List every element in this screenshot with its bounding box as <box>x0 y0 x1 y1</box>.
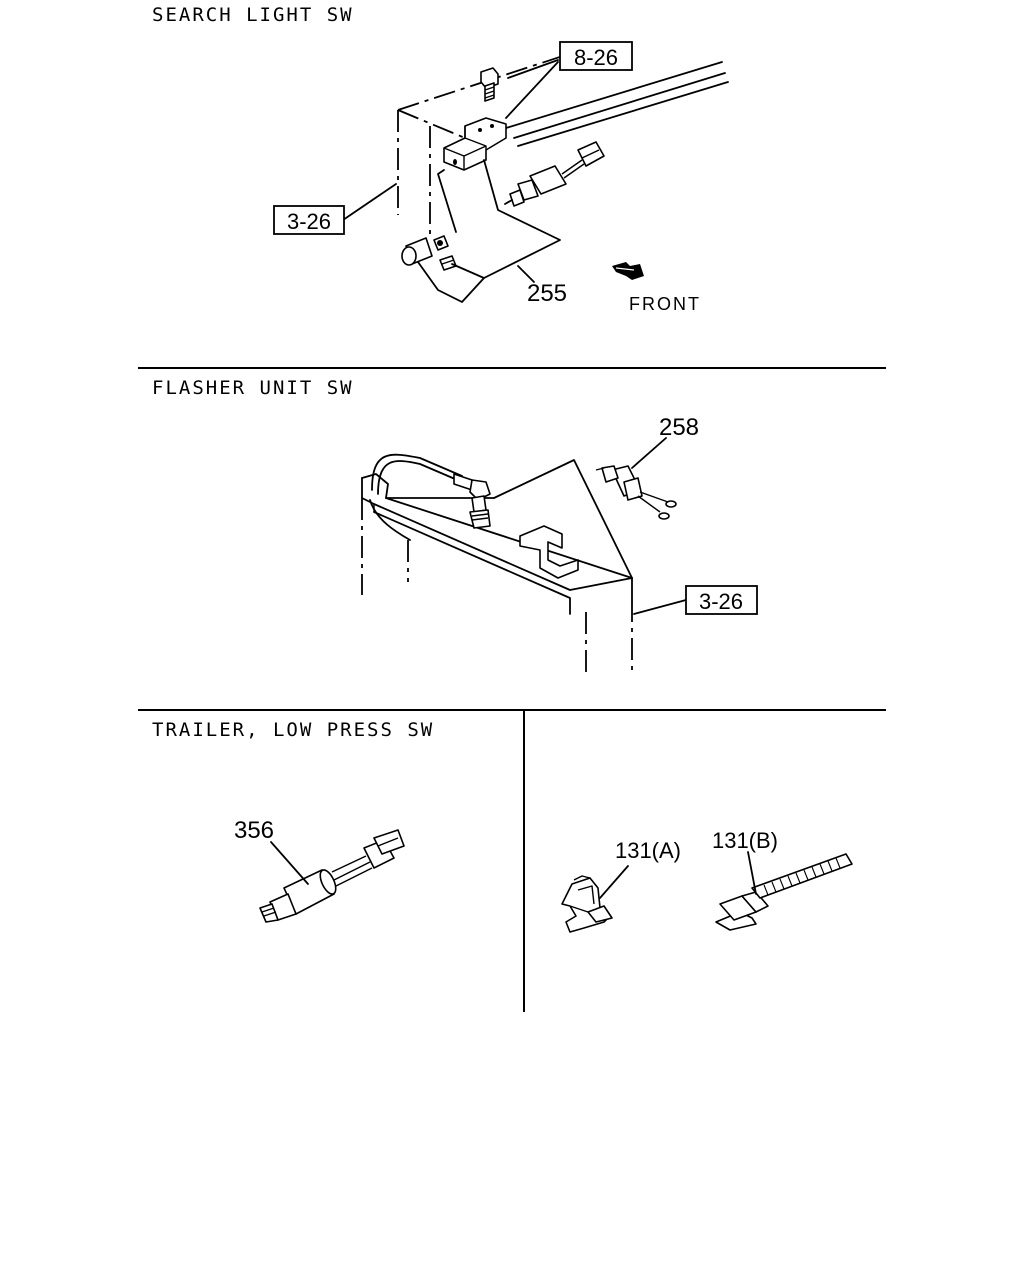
ref-box-3-26-search: 3-26 <box>273 205 345 235</box>
trailer-switch-356 <box>259 829 405 923</box>
trailer-low-press-sw-title: TRAILER, LOW PRESS SW <box>152 719 435 741</box>
flasher-switch-258 <box>595 465 677 520</box>
callout-131a: 131(A) <box>615 838 681 863</box>
search-light-leaders <box>342 59 561 303</box>
ref-box-8-26: 8-26 <box>559 41 633 71</box>
ref-3-26-flasher-label: 3-26 <box>699 589 743 614</box>
flasher-bracket <box>519 525 579 579</box>
flasher-leaders <box>631 437 687 615</box>
tie-131b <box>715 853 853 931</box>
callout-258: 258 <box>659 414 699 441</box>
callout-131b-leader <box>747 851 757 895</box>
callout-356: 356 <box>234 817 274 844</box>
search-light-switch-255 <box>401 141 605 271</box>
flasher-frame-drawing <box>361 459 633 676</box>
ref-8-26-label: 8-26 <box>574 45 618 70</box>
callout-131a-leader <box>599 865 629 899</box>
section-dividers <box>138 367 886 1012</box>
flasher-unit-sw-title: FLASHER UNIT SW <box>152 377 354 399</box>
flasher-hose-fitting <box>371 453 491 529</box>
callout-356-leader <box>270 841 309 885</box>
callout-255: 255 <box>527 280 567 307</box>
ref-3-26-search-label: 3-26 <box>287 209 331 234</box>
front-arrow-icon <box>612 262 644 280</box>
callout-131b: 131(B) <box>712 828 778 853</box>
search-light-sw-title: SEARCH LIGHT SW <box>152 4 354 26</box>
front-label: FRONT <box>629 294 701 314</box>
search-light-bracket <box>443 117 507 171</box>
clip-131a <box>561 875 613 933</box>
search-light-bolt <box>480 67 499 102</box>
ref-box-3-26-flasher: 3-26 <box>685 585 758 615</box>
